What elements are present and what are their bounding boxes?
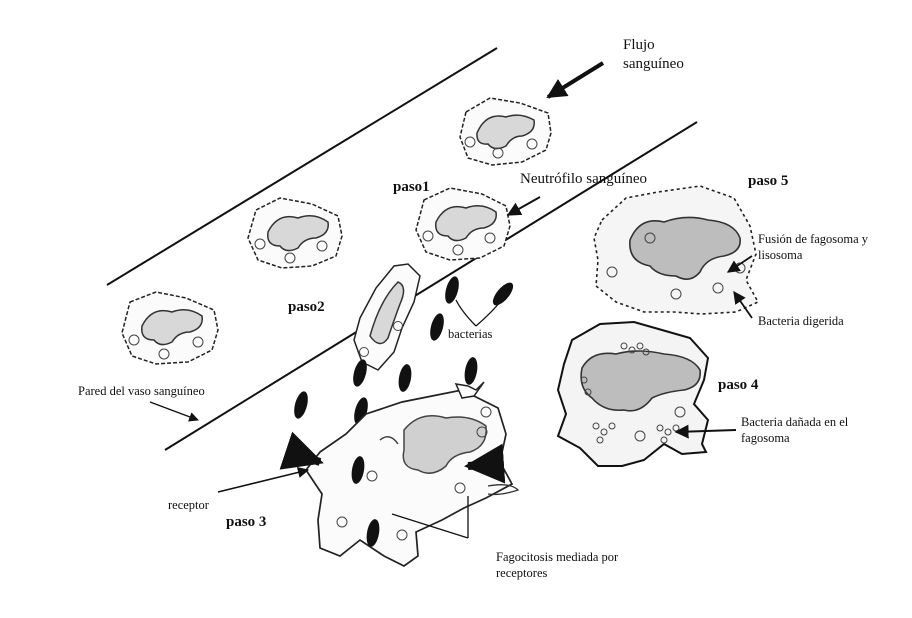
neutrophil-step4 — [558, 322, 708, 466]
digested-bacteria-label: Bacteria digerida — [758, 314, 844, 330]
neutrophil-step1 — [416, 188, 510, 260]
bacterium — [463, 356, 480, 386]
neutrophil-in-blood-middle — [248, 198, 342, 268]
bacterium — [397, 363, 414, 393]
fusion-label-line1: Fusión de fagosoma y — [758, 232, 868, 248]
blood-flow-label: Flujo sanguíneo — [623, 36, 684, 74]
phagocytosis-label-line1: Fagocitosis mediada por — [496, 550, 618, 566]
neutrophil-step3 — [290, 382, 518, 566]
neutrophil-in-blood-top — [460, 98, 551, 165]
neutrophil-step2 — [354, 264, 420, 370]
damaged-bacteria-label-line1: Bacteria dañada en el — [741, 415, 848, 431]
receptor-arrow — [218, 470, 308, 492]
vessel-wall-pointer — [150, 402, 198, 420]
bacterium — [428, 312, 447, 342]
fusion-label-line2: lisosoma — [758, 248, 868, 264]
step5-label: paso 5 — [748, 172, 788, 191]
bacteria-label: bacterias — [448, 327, 492, 343]
fusion-label: Fusión de fagosoma y lisosoma — [758, 232, 868, 263]
damaged-bacteria-label: Bacteria dañada en el fagosoma — [741, 415, 848, 446]
neutrophil-step5 — [594, 186, 758, 314]
blood-flow-arrow — [548, 63, 603, 97]
bacterium — [292, 390, 311, 420]
receptor-label: receptor — [168, 498, 209, 514]
bacterium — [489, 279, 516, 308]
damaged-bacteria-label-line2: fagosoma — [741, 431, 848, 447]
step4-label: paso 4 — [718, 376, 758, 395]
blood-neutrophil-arrow — [508, 197, 540, 215]
neutrophil-in-blood-left — [122, 292, 218, 364]
blood-flow-label-line1: Flujo — [623, 36, 684, 55]
phagocytosis-label-line2: receptores — [496, 566, 618, 582]
step1-label: paso1 — [393, 178, 430, 197]
step3-label: paso 3 — [226, 513, 266, 532]
blood-flow-label-line2: sanguíneo — [623, 55, 684, 74]
bacterium — [443, 275, 462, 305]
phagocytosis-label: Fagocitosis mediada por receptores — [496, 550, 618, 581]
blood-neutrophil-label: Neutrófilo sanguíneo — [520, 170, 647, 189]
vessel-wall-label: Pared del vaso sanguíneo — [78, 384, 205, 400]
step2-label: paso2 — [288, 298, 325, 317]
